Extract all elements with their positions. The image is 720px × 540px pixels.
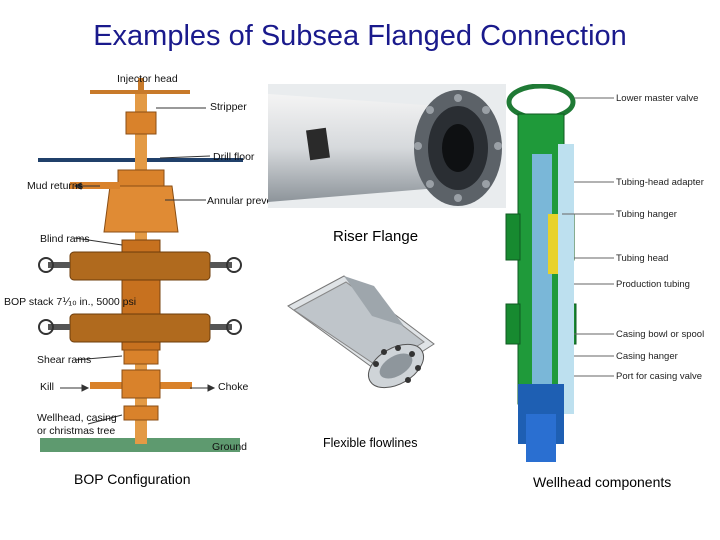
label-port-casing-valve: Port for casing valve <box>616 371 703 382</box>
label-drill-floor: Drill floor <box>213 151 255 163</box>
label-blind-rams: Blind rams <box>40 233 90 245</box>
label-stripper: Stripper <box>210 101 247 113</box>
label-kill: Kill <box>40 381 55 393</box>
label-ground: Ground <box>212 441 248 453</box>
label-casing-bowl: Casing bowl or spool <box>616 329 705 340</box>
label-production-tubing: Production tubing <box>616 279 690 290</box>
label-bop-stack: BOP stack 7⅒ in., 5000 psi <box>4 296 137 308</box>
label-mud-returns: Mud returns <box>27 180 84 192</box>
caption-flowlines: Flexible flowlines <box>323 436 418 450</box>
ground-bar <box>40 438 240 452</box>
page-title: Examples of Subsea Flanged Connection <box>93 20 627 52</box>
label-casing-hanger: Casing hanger <box>616 351 678 362</box>
label-shear-rams: Shear rams <box>37 354 92 366</box>
label-tubing-hanger: Tubing hanger <box>616 209 677 220</box>
caption-riser: Riser Flange <box>333 228 419 245</box>
label-wellhead-line1: Wellhead, casing <box>37 412 117 424</box>
label-injector-head: Injector head <box>117 73 178 85</box>
caption-wellhead: Wellhead components <box>533 474 672 490</box>
caption-bop: BOP Configuration <box>74 471 191 487</box>
riser-flange-image <box>268 84 506 208</box>
label-lower-master-valve: Lower master valve <box>616 93 699 104</box>
label-tubing-head-adapter: Tubing-head adapter <box>616 177 704 188</box>
label-wellhead-line2: or christmas tree <box>37 425 116 437</box>
wellhead-diagram <box>505 84 614 462</box>
flexible-flowline-image <box>287 275 435 389</box>
label-choke: Choke <box>218 381 249 393</box>
label-tubing-head: Tubing head <box>616 253 669 264</box>
bop-diagram <box>38 78 243 452</box>
